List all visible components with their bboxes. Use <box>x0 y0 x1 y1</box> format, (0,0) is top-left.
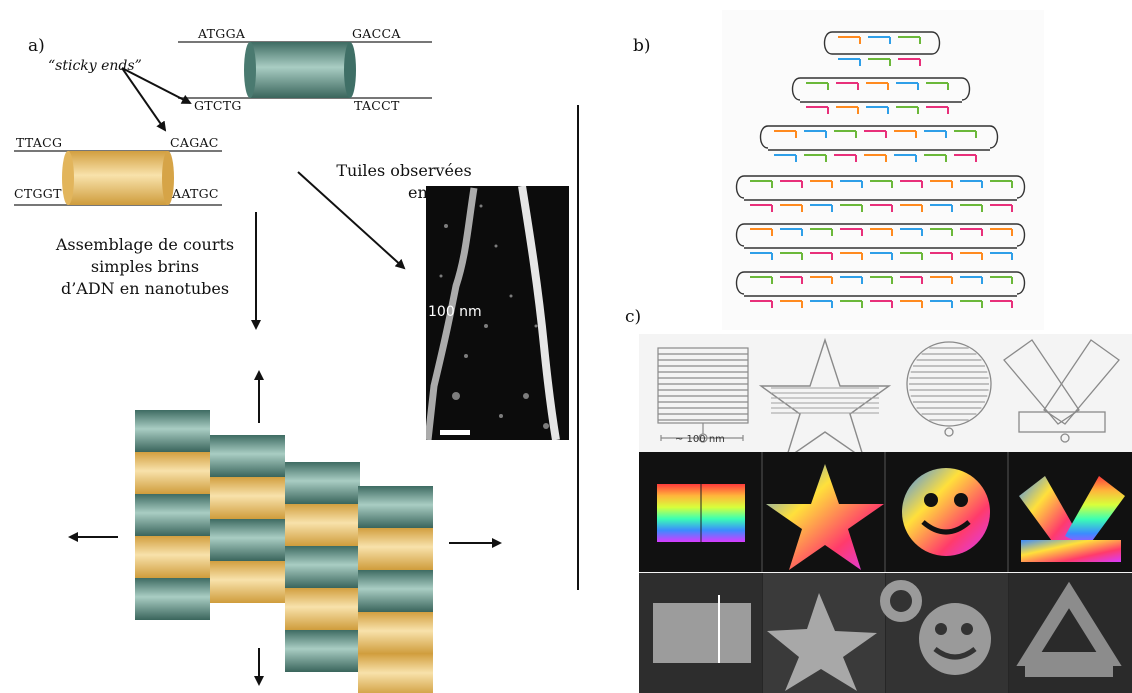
scaffold-loop <box>791 77 801 101</box>
scaffold-loop <box>931 31 941 55</box>
assembly-caption-line-3: d’ADN en nanotubes <box>60 279 230 298</box>
assembly-caption-line-1: Assemblage de courts <box>55 235 235 254</box>
origami-shapes-figure: ~ 100 nm <box>639 334 1132 693</box>
teal-tile-cell <box>135 494 210 536</box>
smiley-schematic <box>906 341 992 437</box>
triangle-schematic <box>1003 339 1120 443</box>
scaffold-loop <box>735 271 745 295</box>
panel-b-label: b) <box>633 36 651 56</box>
teal-tile-cell <box>135 578 210 620</box>
sticky-ends-label: “sticky ends” <box>48 58 142 74</box>
afm-texture <box>426 186 560 440</box>
scaffold-loop <box>989 125 999 149</box>
afm-star <box>767 593 877 691</box>
shape-schematics-row <box>657 337 1120 452</box>
origami-design-diagram <box>722 10 1044 330</box>
gold-tile <box>14 150 222 206</box>
teal-tile <box>178 41 432 99</box>
nanotube-assembly <box>135 410 433 693</box>
colored-triangle-right <box>1065 476 1125 548</box>
gold-tile-cell <box>135 536 210 578</box>
afm-shapes <box>639 573 1132 693</box>
teal-tile-cell <box>285 462 360 504</box>
gold-tile-cell <box>285 504 360 546</box>
afm-rectangle <box>653 603 751 663</box>
assembly-caption: Assemblage de courts simples brins d’ADN… <box>30 234 260 300</box>
panel-a-label: a) <box>28 36 45 56</box>
panel-a-graphics <box>14 41 579 693</box>
gold-tile-cell <box>358 612 433 654</box>
sticky-arrow-2 <box>121 67 167 132</box>
teal-tile-cell <box>358 570 433 612</box>
colored-smiley <box>902 468 990 556</box>
assembly-caption-line-2: simples brins <box>90 257 200 276</box>
afm-caption-line-1: Tuiles observées <box>336 161 472 180</box>
panel-c-label: c) <box>625 307 642 327</box>
gold-tile-cell <box>358 528 433 570</box>
seq-gold-bottom-left: CTGGT <box>14 186 62 201</box>
rectangle-schematic <box>657 347 749 443</box>
scaffold-loop <box>759 125 769 149</box>
scale-bar-label: ~ 100 nm <box>675 434 725 445</box>
colored-triangle-base <box>1021 540 1121 562</box>
afm-arrow <box>297 171 406 270</box>
seq-gold-bottom-right: AATGC <box>172 186 219 201</box>
scaffold-loop <box>961 77 971 101</box>
afm-shapes-row <box>639 573 1132 693</box>
colored-star <box>766 464 884 570</box>
seq-gold-top-left: TTACG <box>16 135 63 150</box>
scaffold-loop <box>1016 223 1026 247</box>
afm-image: 100 nm <box>426 186 569 440</box>
teal-tile-cell <box>358 486 433 528</box>
star-schematic <box>758 337 892 452</box>
teal-tile-cell <box>210 519 285 561</box>
teal-tile-cell <box>285 546 360 588</box>
scaffold-loop <box>735 223 745 247</box>
afm-smiley <box>919 603 991 675</box>
gold-tile-cell <box>210 561 285 603</box>
gold-tile-cell <box>210 477 285 519</box>
scaffold-loop <box>1016 175 1026 199</box>
gold-tile-cell <box>358 654 433 693</box>
seq-gold-top-right: CAGAC <box>170 135 219 150</box>
colored-designs-row <box>639 452 1132 572</box>
gold-tile-cell <box>285 588 360 630</box>
seq-teal-bottom-right: TACCT <box>354 98 400 113</box>
sticky-arrow-1 <box>121 67 192 104</box>
scaffold-loop <box>823 31 833 55</box>
afm-scale-label: 100 nm <box>428 304 482 320</box>
scaffold-loop <box>735 175 745 199</box>
seq-teal-top-right: GACCA <box>352 26 401 41</box>
seq-teal-top-left: ATGGA <box>198 26 246 41</box>
seq-teal-bottom-left: GTCTG <box>194 98 242 113</box>
teal-tile-cell <box>135 410 210 452</box>
teal-tile-cell <box>210 435 285 477</box>
helix-strands <box>735 31 1026 308</box>
colored-designs <box>657 452 1125 572</box>
scaffold-loop <box>1016 271 1026 295</box>
gold-tile-cell <box>135 452 210 494</box>
teal-tile-cell <box>285 630 360 672</box>
colored-triangle-left <box>1019 476 1079 548</box>
